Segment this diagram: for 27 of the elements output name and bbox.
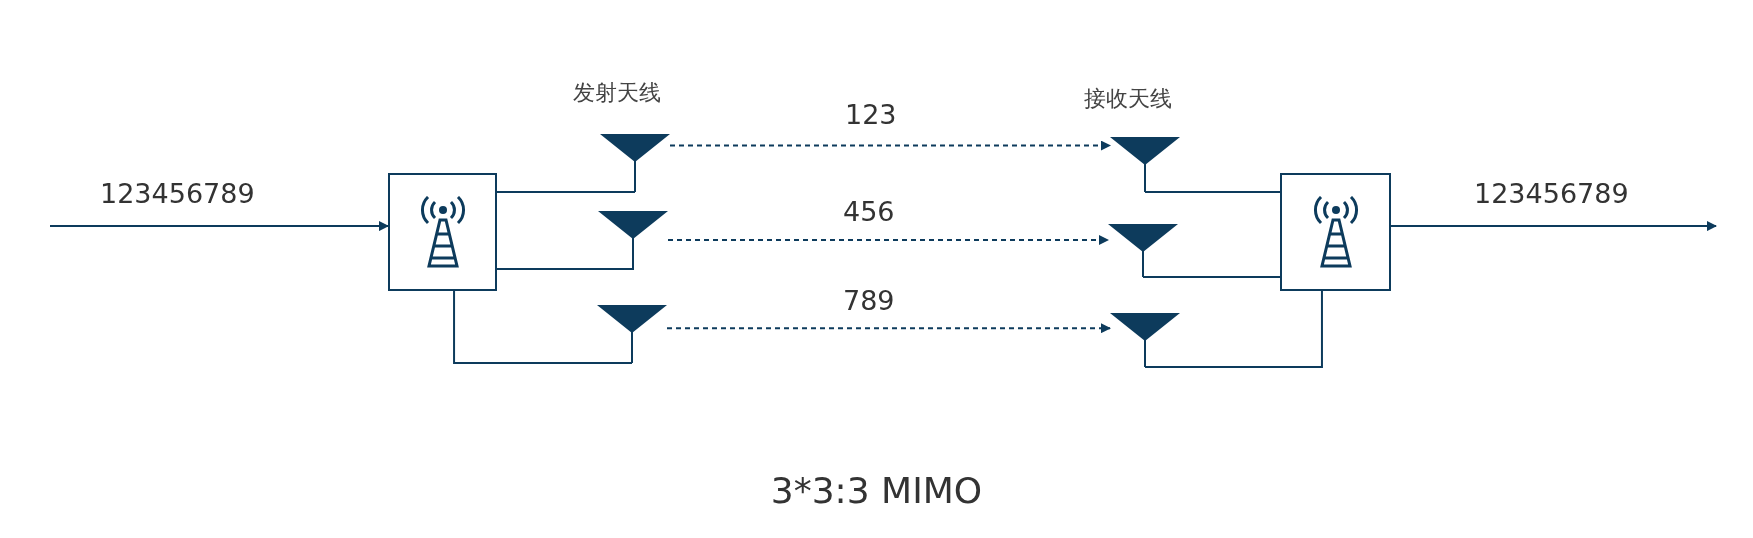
antenna-icon [600, 134, 670, 192]
arrow [1390, 221, 1717, 232]
antenna-label: 接收天线 [1084, 85, 1172, 113]
antenna-label: 发射天线 [573, 79, 661, 107]
antenna-icon [598, 211, 668, 269]
dashed-arrow [669, 140, 1111, 151]
base-station-box [1280, 173, 1391, 291]
edge-label: 456 [843, 196, 895, 227]
antenna-icon [1108, 224, 1178, 277]
base-station-box [388, 173, 497, 291]
connector-line [1144, 290, 1323, 368]
dashed-arrow [667, 235, 1109, 245]
antenna-icon [1110, 313, 1180, 367]
caption: 3*3:3 MIMO [770, 470, 983, 511]
edge-label: 123456789 [100, 178, 255, 209]
dashed-arrow [666, 323, 1111, 334]
antenna-icon [597, 305, 667, 363]
connector-line [496, 191, 636, 193]
edge-label: 789 [843, 285, 895, 316]
antenna-icon [1110, 137, 1180, 192]
arrow [49, 221, 389, 232]
edge-label: 123456789 [1474, 178, 1629, 209]
connector-line [496, 268, 634, 271]
edge-label: 123 [845, 99, 897, 130]
connector-line [1144, 191, 1281, 193]
connector-line [1142, 276, 1281, 278]
connector-line [453, 290, 633, 364]
